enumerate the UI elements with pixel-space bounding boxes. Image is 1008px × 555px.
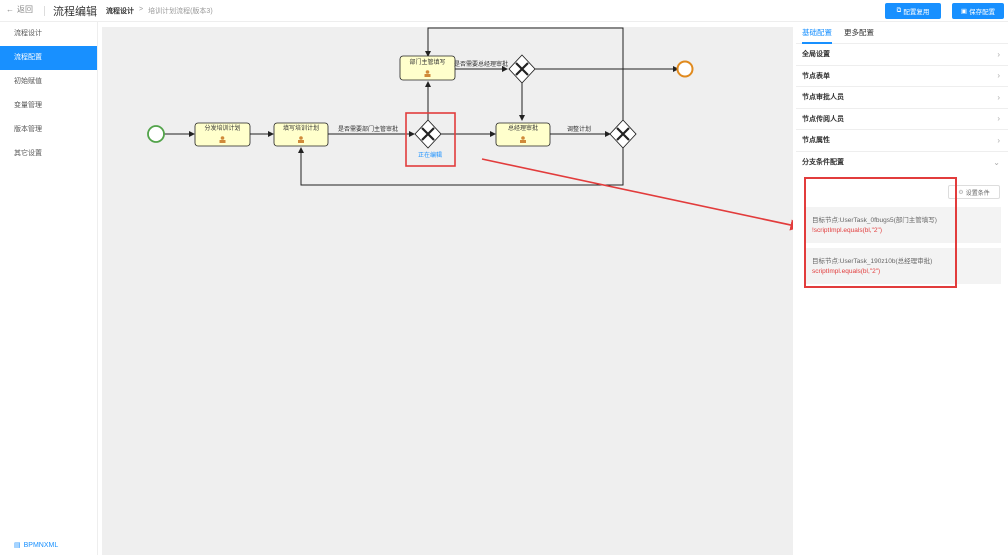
config-reuse-button[interactable]: ⧉ 配置复用	[885, 3, 941, 19]
tab-more-config[interactable]: 更多配置	[844, 27, 874, 37]
save-config-label: 保存配置	[969, 9, 996, 16]
sidebar-item-process-config[interactable]: 流程配置	[0, 46, 97, 70]
user-icon	[299, 136, 303, 140]
task-fill-plan[interactable]: 填写培训计划	[273, 122, 329, 147]
set-condition-label: 设置条件	[965, 190, 990, 197]
start-event[interactable]	[147, 125, 165, 143]
tab-basic-config[interactable]: 基础配置	[802, 22, 832, 44]
sidebar-item-versions[interactable]: 版本管理	[14, 126, 42, 133]
condition-card[interactable]: 目标节点:UserTask_190z10b(总经理审批) scriptImpl.…	[804, 248, 1001, 284]
section-branch-conditions[interactable]: 分支条件配置 ⌄	[796, 152, 1008, 174]
section-node-form[interactable]: 节点表单 ›	[796, 66, 1008, 87]
set-condition-button[interactable]: ⚙ 设置条件	[948, 185, 1000, 199]
chevron-right-icon: ›	[997, 114, 1000, 124]
chevron-right-icon: ›	[997, 71, 1000, 81]
sidebar: 流程设计 流程配置 初始赋值 变量管理 版本管理 其它设置 ▤ BPMNXML	[0, 22, 98, 555]
section-label: 节点属性	[802, 137, 830, 145]
breadcrumb-current[interactable]: 流程设计	[106, 8, 134, 15]
task-label: 部门主管填写	[409, 58, 445, 66]
section-label: 节点传阅人员	[802, 115, 844, 123]
flow-gateway3-loop-bottom[interactable]	[298, 147, 624, 186]
sidebar-item-variables[interactable]: 变量管理	[14, 102, 42, 109]
task-label: 填写培训计划	[283, 124, 319, 132]
divider	[44, 6, 45, 16]
end-event[interactable]	[676, 60, 694, 78]
sidebar-item-process-design[interactable]: 流程设计	[14, 30, 42, 37]
breadcrumb-item: 培训计划流程(版本3)	[148, 8, 213, 15]
section-label: 全局设置	[802, 51, 830, 59]
condition-target: 目标节点:UserTask_0fbugs5(部门主管填写)	[812, 217, 937, 224]
task-label: 分发培训计划	[204, 124, 240, 132]
flow-gateway3-loop-top[interactable]	[425, 27, 624, 120]
bpmn-xml-label: BPMNXML	[23, 541, 59, 549]
arrow-left-icon: ←	[6, 5, 14, 14]
bpmn-xml-link[interactable]: ▤ BPMNXML	[14, 541, 59, 550]
document-icon: ▤	[14, 542, 21, 549]
back-button[interactable]: ← 返回	[6, 4, 33, 15]
chevron-down-icon: ⌄	[993, 157, 1000, 167]
page-title: 流程编辑	[53, 6, 97, 18]
sidebar-item-initial-assign[interactable]: 初始赋值	[14, 78, 42, 85]
section-node-approvers[interactable]: 节点审批人员 ›	[796, 87, 1008, 109]
gateway-adjust[interactable]	[609, 119, 637, 149]
task-label: 总经理审批	[508, 124, 538, 132]
condition-card[interactable]: 目标节点:UserTask_0fbugs5(部门主管填写) !scriptImp…	[804, 207, 1001, 243]
diagram-canvas[interactable]: 分发培训计划 填写培训计划 部门主管填写 总经理审批	[102, 27, 793, 555]
highlight-box	[804, 177, 957, 288]
copy-icon: ⧉	[896, 7, 902, 14]
flow-label-gm: 是否需要总经理审批	[454, 60, 508, 68]
task-gm-approve[interactable]: 总经理审批	[495, 122, 551, 147]
editing-label: 正在编辑	[418, 151, 442, 159]
condition-expression: scriptImpl.equals(bl,"2")	[812, 268, 881, 275]
section-global-settings[interactable]: 全局设置 ›	[796, 44, 1008, 66]
selection-highlight	[405, 112, 456, 167]
section-node-properties[interactable]: 节点属性 ›	[796, 130, 1008, 152]
config-reuse-label: 配置复用	[903, 9, 930, 16]
section-label: 节点审批人员	[802, 94, 844, 102]
bpmn-diagram: 分发培训计划 填写培训计划 部门主管填写 总经理审批	[147, 27, 793, 231]
task-distribute-plan[interactable]: 分发培训计划	[194, 122, 251, 147]
gateway-dept-approval[interactable]	[414, 119, 442, 149]
breadcrumb: 流程设计 > 培训计划流程(版本3)	[106, 6, 213, 16]
task-dept-fill[interactable]: 部门主管填写	[399, 55, 456, 81]
breadcrumb-separator: >	[139, 6, 144, 13]
back-label: 返回	[17, 5, 33, 14]
top-bar: ← 返回 流程编辑 流程设计 > 培训计划流程(版本3) ⧉ 配置复用 ▣ 保存…	[0, 0, 1008, 22]
condition-target: 目标节点:UserTask_190z10b(总经理审批)	[812, 258, 933, 265]
save-config-button[interactable]: ▣ 保存配置	[952, 3, 1004, 19]
section-label: 节点表单	[802, 72, 830, 80]
user-icon	[425, 70, 430, 74]
panel-tabs: 基础配置 更多配置	[796, 22, 1008, 44]
flow-label-adjust: 调整计划	[567, 125, 591, 133]
user-icon	[220, 136, 225, 140]
chevron-right-icon: ›	[997, 49, 1000, 59]
gear-icon: ⚙	[958, 189, 964, 196]
config-panel: 基础配置 更多配置 全局设置 › 节点表单 › 节点审批人员 › 节点传阅人员 › 节点…	[796, 22, 1008, 555]
gateway-gm-approval[interactable]	[508, 54, 536, 84]
condition-expression: !scriptImpl.equals(bl,"2")	[812, 227, 882, 234]
flow-label-dept: 是否需要部门主管审批	[338, 125, 398, 133]
chevron-right-icon: ›	[997, 92, 1000, 102]
chevron-right-icon: ›	[997, 135, 1000, 145]
section-label: 分支条件配置	[802, 159, 844, 167]
user-icon	[521, 136, 525, 140]
annotation-arrow	[481, 158, 793, 231]
save-icon: ▣	[960, 8, 968, 15]
section-node-readers[interactable]: 节点传阅人员 ›	[796, 109, 1008, 130]
sidebar-item-other-settings[interactable]: 其它设置	[14, 150, 42, 157]
